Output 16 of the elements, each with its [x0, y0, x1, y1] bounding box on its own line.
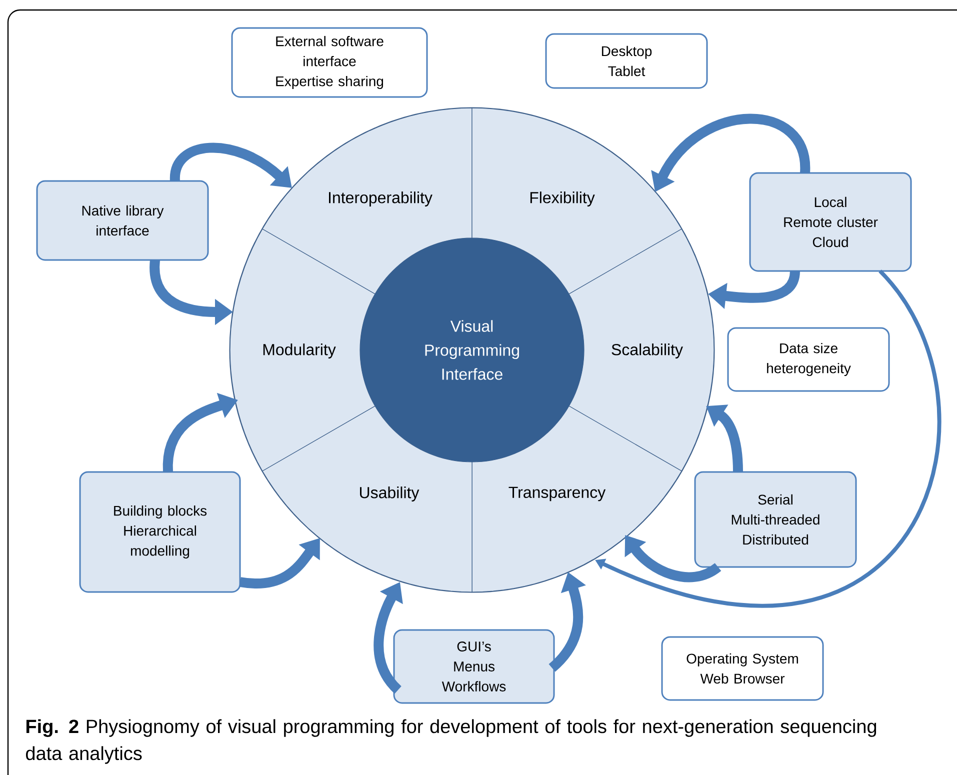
rounded-box: Building blocks Hierarchical modelling	[79, 471, 241, 593]
rounded-box: Native library interface	[36, 180, 209, 261]
wheel-segment: Modularity	[230, 228, 376, 472]
wheel-segment: Usability	[262, 406, 472, 592]
rounded-box: Local Remote cluster Cloud	[749, 172, 912, 272]
rounded-box: Desktop Tablet	[545, 33, 708, 89]
rounded-box: Operating System Web Browser	[661, 636, 824, 701]
caption: Fig. 2 Physiognomy of visual programming for development of tools for next-generation sequencing data analytics	[26, 719, 876, 764]
wheel-segment: Transparency	[472, 406, 682, 592]
rounded-box: Data size heterogeneity	[727, 327, 890, 392]
rounded-box: Serial Multi-threaded Distributed	[694, 471, 857, 568]
rounded-box: GUI’s Menus Workflows	[393, 629, 555, 704]
rounded-box: External software interface Expertise sharing	[231, 27, 428, 98]
wheel-segment: Scalability	[568, 228, 714, 472]
wheel-segment: Interoperability	[262, 108, 472, 294]
wheel-segment: Flexibility	[472, 108, 682, 294]
